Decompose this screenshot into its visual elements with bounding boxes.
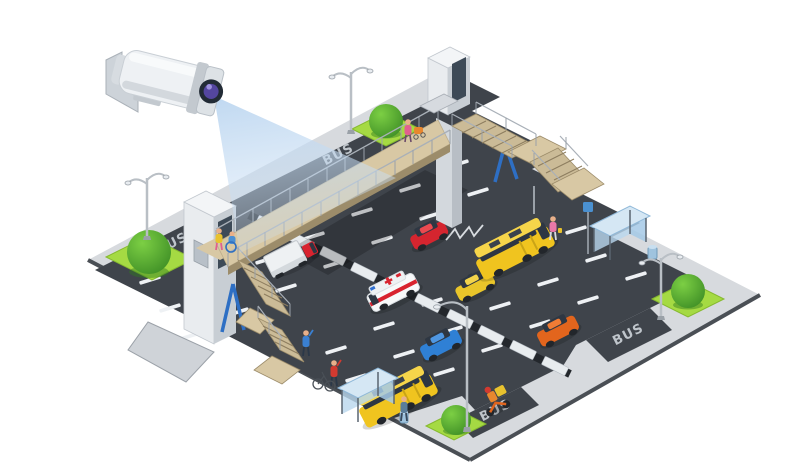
vehicle-ambulance [366,270,423,315]
bus-bay-right [586,308,672,362]
person-waving-red-with-bicycle [312,359,342,392]
tower-window [452,57,466,103]
bridge-shadow [285,170,468,275]
tower-apron [127,321,215,383]
street-lamp-bottom [433,301,471,432]
vehicle-city-bus-right [474,217,559,282]
bus-stop-sign-right [583,202,593,254]
person-waving-blue [302,329,314,357]
vehicle-delivery-scooter [484,385,511,417]
ground-edge-right [469,293,761,462]
grass-patch-right [650,274,726,318]
woman-and-wheelchair-user-at-elevator [215,228,237,253]
bush-icon [369,104,403,138]
bus-stop-zigzag-marking [445,224,484,241]
woman-with-stroller-on-bridge [404,119,426,143]
vehicles [263,217,582,430]
pedestrians [215,119,562,422]
vehicle-blue-car [420,328,465,363]
bush-icon [127,230,171,274]
stairs-right [451,101,605,214]
grass-patch-left [104,230,196,281]
vehicle-box-truck [263,240,320,279]
grass-patch-bottom [424,405,488,441]
bush-icon [671,274,705,308]
person-at-bottom-bus-stop [400,396,408,422]
vehicle-taxi [455,270,498,304]
elevator-tower-right [419,46,471,116]
greenery [104,104,726,441]
tower-canopy [419,93,459,114]
vehicle-orange-car [537,314,582,349]
bush-icon [441,405,471,435]
stairs-left [235,247,305,385]
woman-at-right-bus-stop [549,216,562,241]
camera-view-beam [214,96,396,253]
trash-bin-right [647,245,658,260]
cctv-camera [105,50,225,117]
vehicle-red-car [410,219,452,253]
